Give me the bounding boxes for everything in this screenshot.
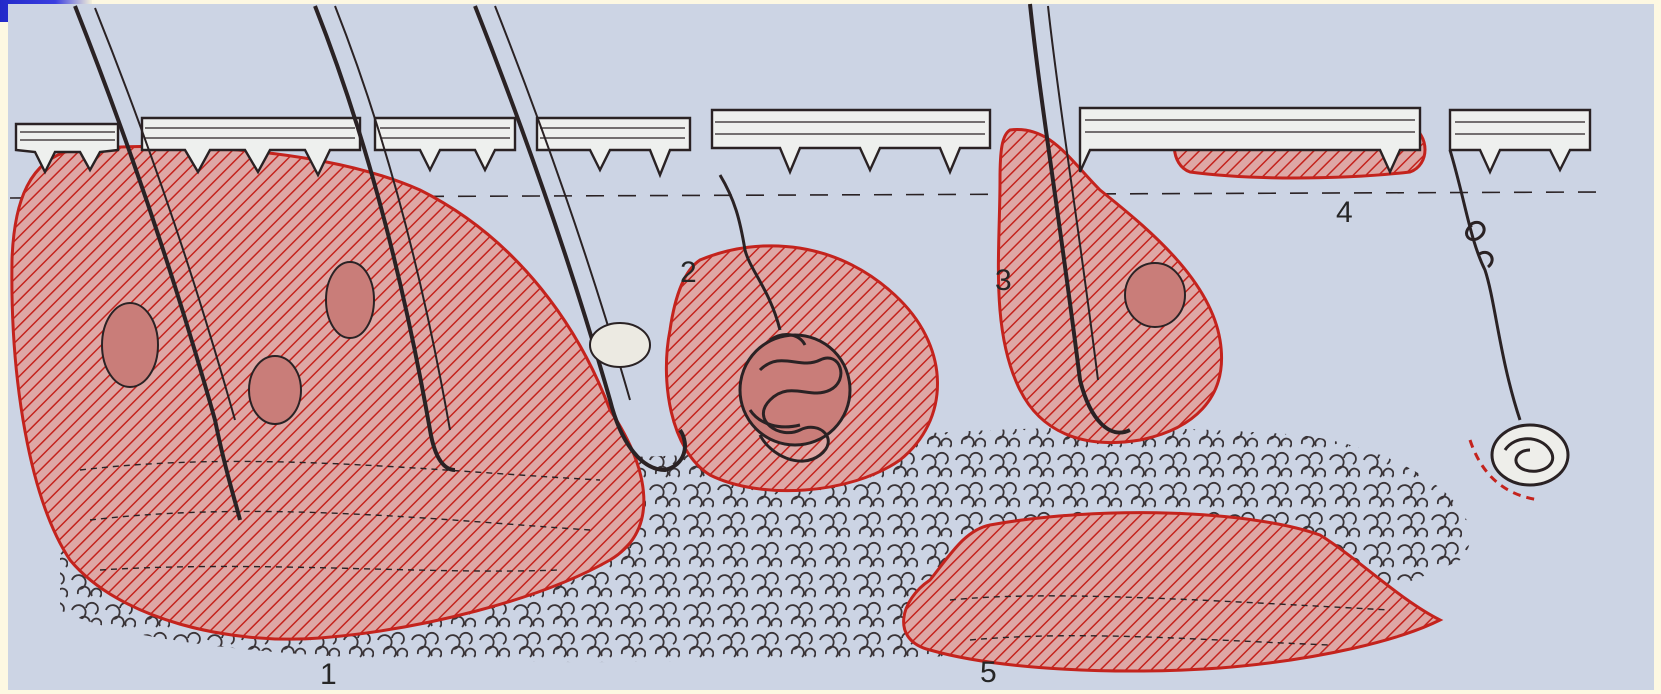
label-3: 3: [995, 264, 1012, 297]
label-4: 4: [1336, 196, 1353, 229]
label-2: 2: [680, 256, 697, 289]
lesion-1: [12, 146, 644, 639]
label-5: 5: [980, 656, 997, 689]
label-1: 1: [320, 658, 337, 691]
eccrine-gland-right: [1450, 150, 1568, 485]
lesion-3: [998, 130, 1221, 443]
